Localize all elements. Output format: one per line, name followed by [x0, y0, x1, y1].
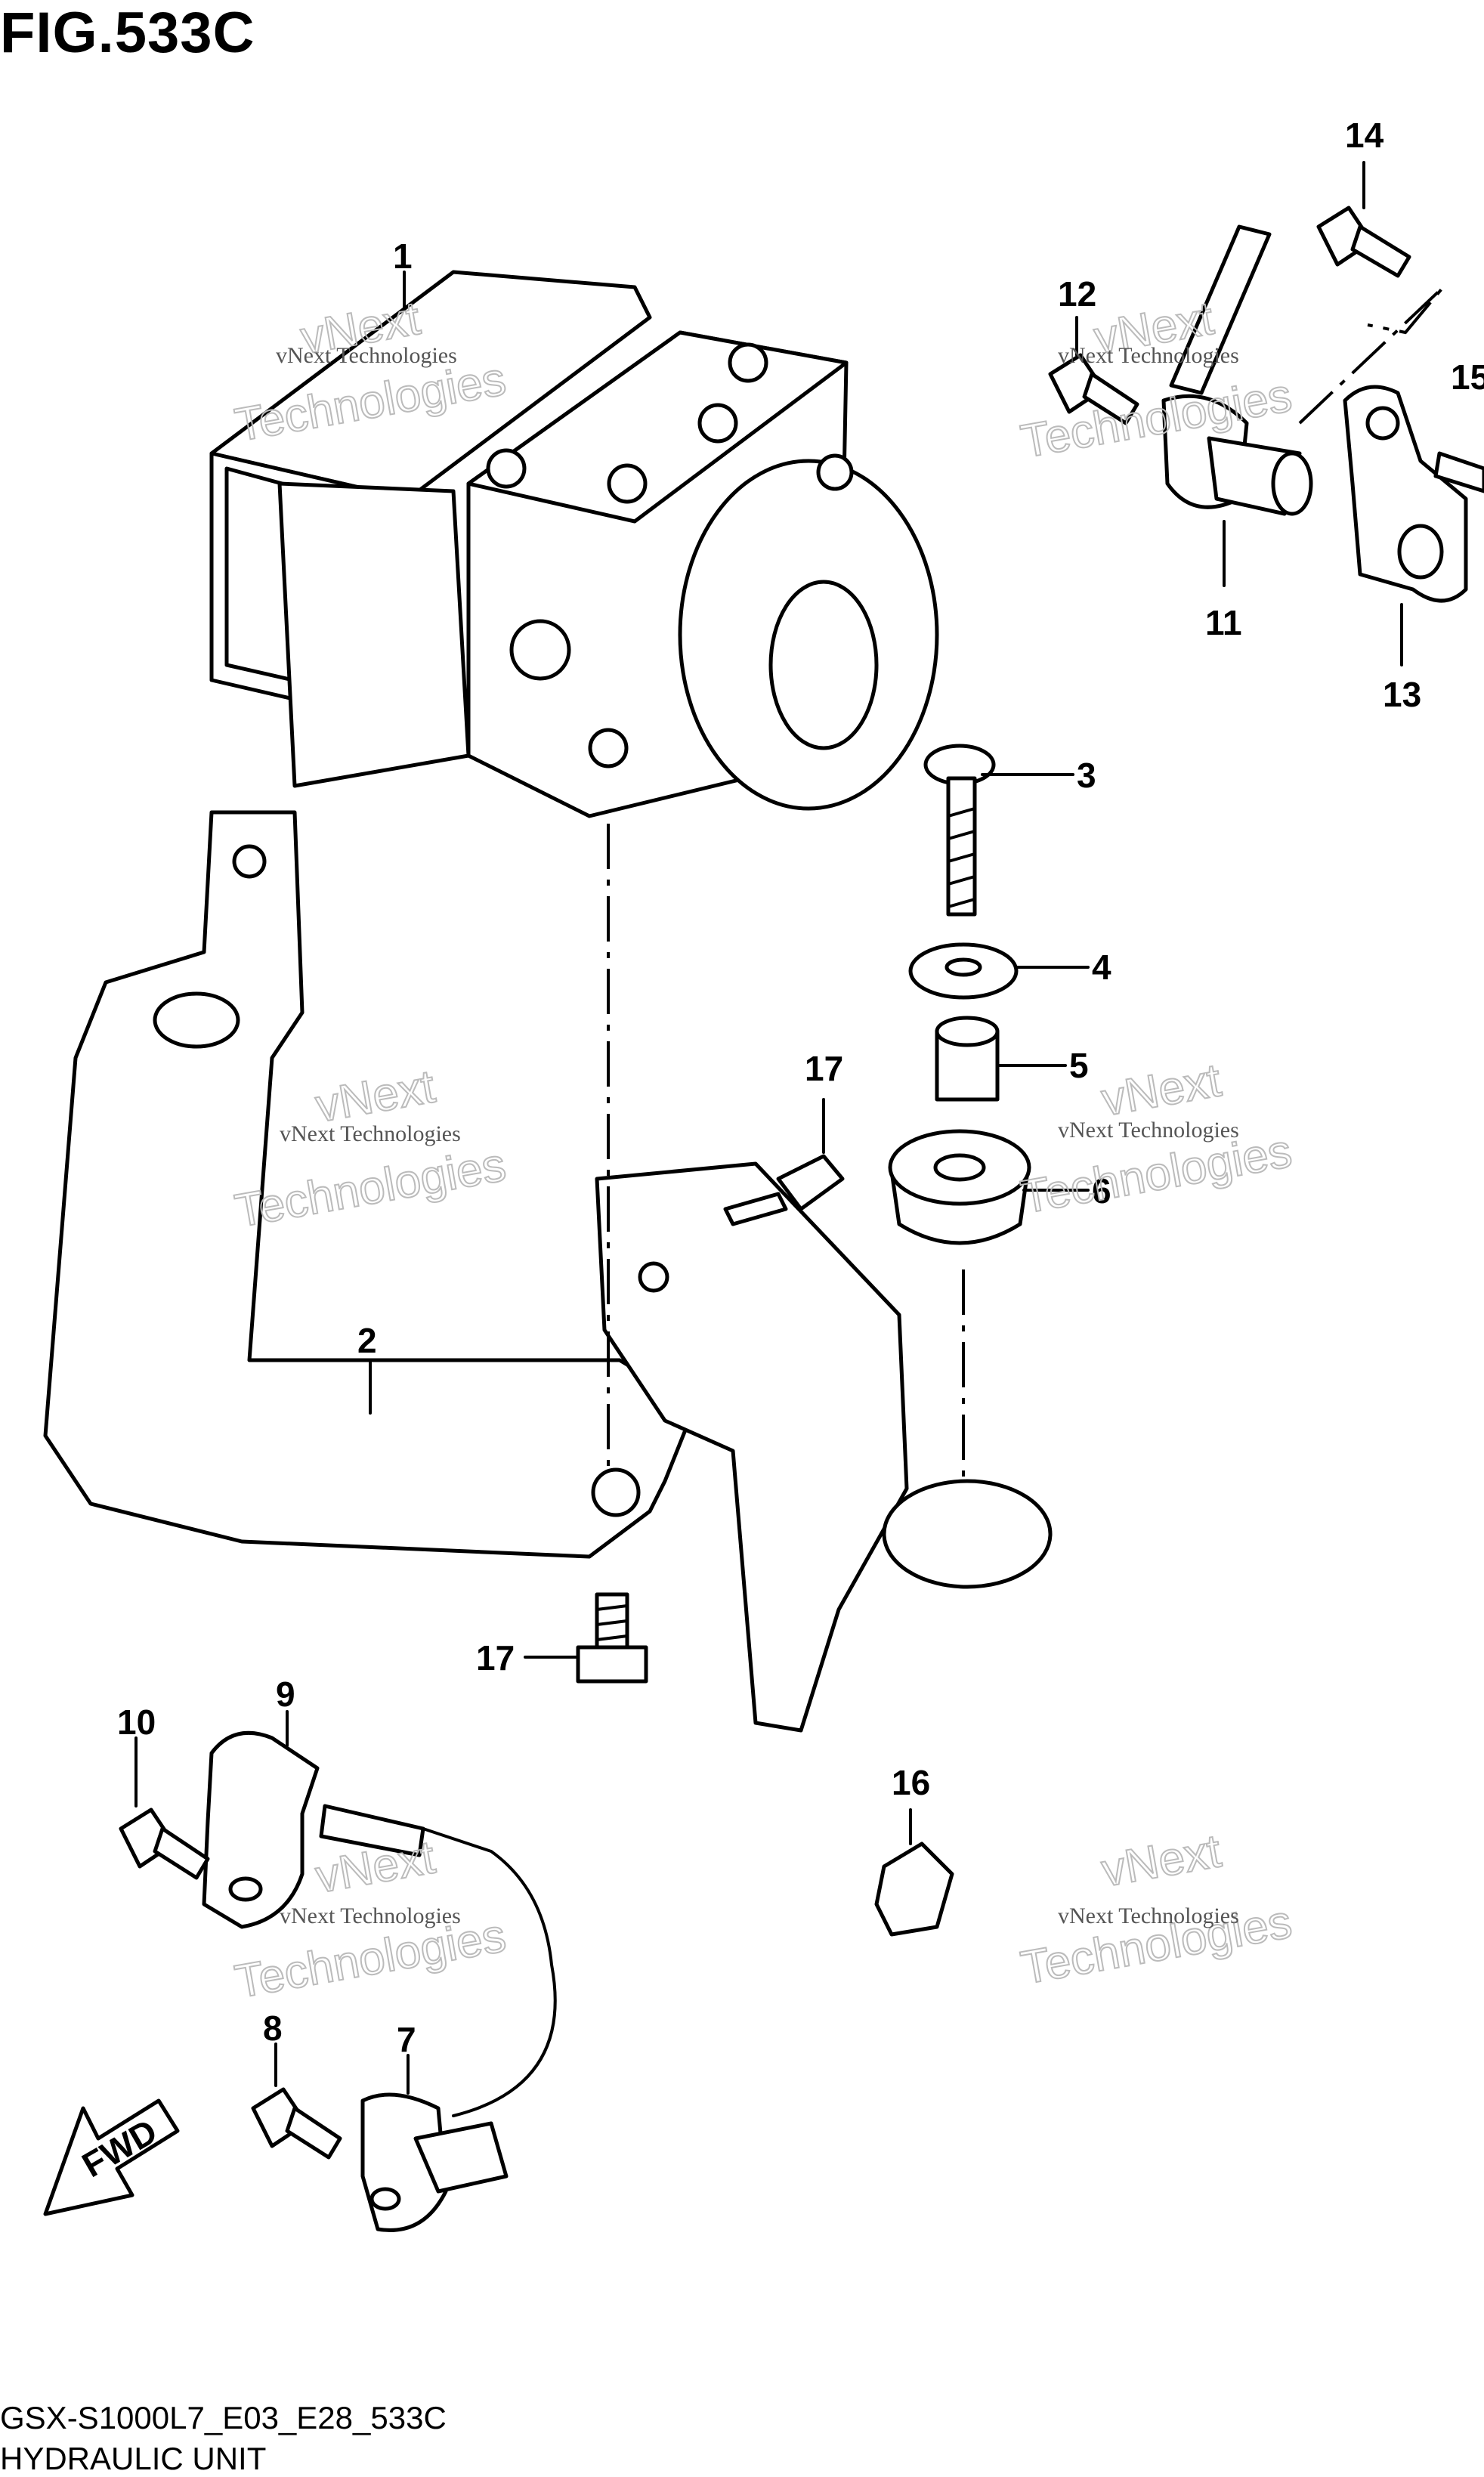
callout-7: 7	[397, 2020, 416, 2059]
watermark-bottom-right: Technologies vNext vNext Technologies	[1016, 1824, 1296, 1995]
svg-text:vNext Technologies: vNext Technologies	[1058, 1118, 1239, 1143]
callout-6: 6	[1092, 1171, 1111, 1211]
callout-9: 9	[276, 1675, 295, 1714]
part-17-bolt-lower[interactable]	[576, 1592, 648, 1684]
callout-17-upper: 17	[805, 1049, 843, 1088]
fwd-arrow: FWD	[43, 2098, 180, 2216]
part-15-pin[interactable]	[1433, 451, 1484, 493]
callout-17-lower: 17	[476, 1638, 515, 1678]
part-2-bracket[interactable]	[43, 810, 1053, 1733]
svg-text:vNext Technologies: vNext Technologies	[280, 1121, 461, 1146]
callout-13: 13	[1383, 675, 1421, 714]
callout-10: 10	[117, 1702, 156, 1742]
part-13-sensor-bracket[interactable]	[1343, 385, 1468, 603]
leader-lines	[134, 161, 1445, 2095]
svg-text:vNext Technologies: vNext Technologies	[1058, 343, 1239, 368]
callout-1: 1	[393, 237, 413, 276]
part-17-bolt-upper[interactable]	[723, 1154, 845, 1226]
part-10-bolt[interactable]	[119, 1807, 210, 1880]
figure-name: HYDRAULIC UNIT	[0, 2441, 267, 2476]
part-4-washer[interactable]	[908, 942, 1019, 1000]
callout-16: 16	[892, 1763, 930, 1802]
figure-title: FIG.533C	[0, 1, 255, 65]
watermark-mid-right: Technologies vNext vNext Technologies	[1016, 1053, 1296, 1224]
svg-text:vNext Technologies: vNext Technologies	[1058, 1903, 1239, 1928]
svg-text:vNext: vNext	[1098, 1054, 1225, 1126]
callout-11: 11	[1205, 603, 1242, 642]
callout-15: 15	[1451, 357, 1484, 397]
part-7-speed-sensor[interactable]	[319, 1804, 557, 2232]
svg-text:vNext Technologies: vNext Technologies	[280, 1903, 461, 1928]
part-9-clamp[interactable]	[202, 1730, 320, 1929]
callout-8: 8	[263, 2009, 283, 2048]
part-8-bolt[interactable]	[251, 2087, 342, 2160]
svg-text:Technologies: Technologies	[231, 1139, 509, 1238]
figure-code: GSX-S1000L7_E03_E28_533C	[0, 2400, 447, 2435]
part-14-bolt[interactable]	[1316, 206, 1411, 278]
part-12-bolt[interactable]	[1048, 353, 1139, 425]
callout-14: 14	[1345, 116, 1384, 155]
svg-text:vNext: vNext	[1098, 1825, 1225, 1897]
part-11-rear-speed-sensor[interactable]	[1161, 224, 1313, 516]
callout-5: 5	[1069, 1046, 1089, 1085]
callout-2: 2	[357, 1321, 377, 1360]
callout-labels: 1 2 3 4 5 6 7 8 9 10 11 12 13 14 15 16 1…	[117, 116, 1484, 2059]
part-1-hydraulic-unit[interactable]	[209, 270, 939, 818]
callout-4: 4	[1092, 948, 1111, 987]
part-16-clip[interactable]	[874, 1842, 954, 1937]
svg-text:vNext Technologies: vNext Technologies	[276, 343, 457, 368]
watermark-mid-left: Technologies vNext vNext Technologies	[230, 1059, 510, 1238]
svg-text:vNext: vNext	[312, 1831, 439, 1903]
part-3-bolt[interactable]	[923, 744, 996, 917]
part-5-collar[interactable]	[935, 1016, 1000, 1102]
callout-3: 3	[1077, 756, 1096, 795]
part-6-grommet[interactable]	[888, 1129, 1031, 1245]
callout-12: 12	[1058, 274, 1096, 314]
